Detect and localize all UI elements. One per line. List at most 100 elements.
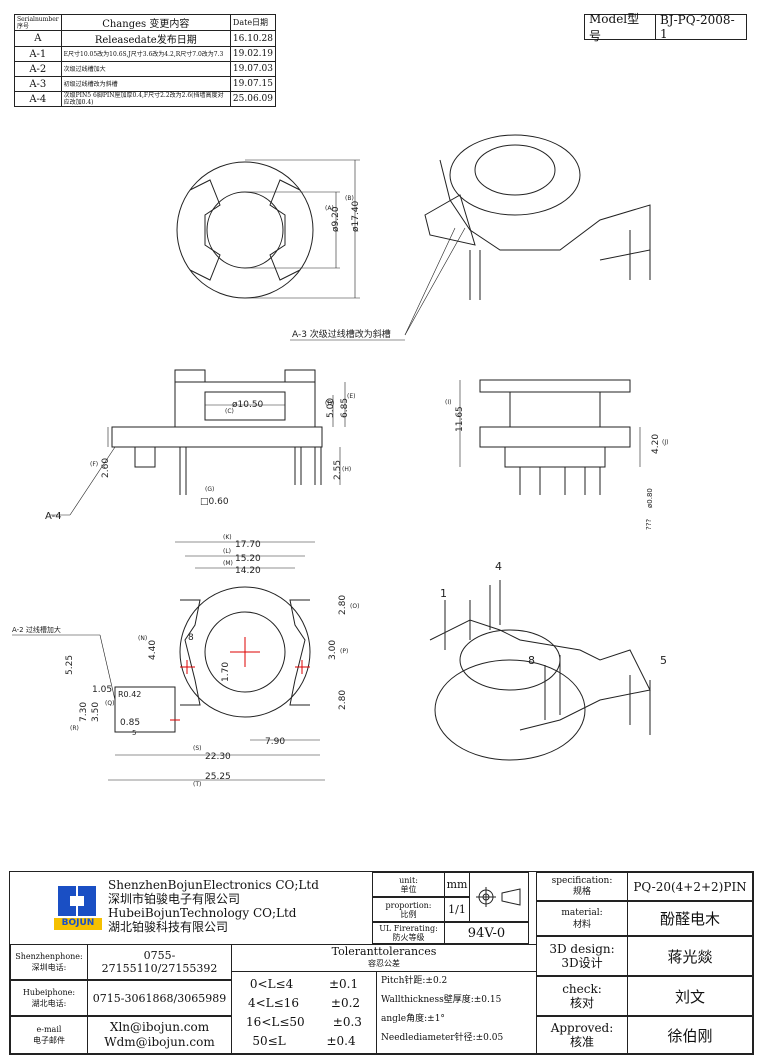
dim-label: (B) [345,195,354,202]
tolerance-title-en: Toleranttolerances [331,945,437,958]
dim-label: (K) [223,534,232,541]
dim-label: R0.42 [118,690,141,699]
dim-label: 2.80 [338,690,348,710]
dim-label: 2.55 [333,460,343,480]
dim-label: 2.60 [101,458,111,478]
company-en-1: ShenzhenBojunElectronics CO;Ltd [108,878,319,892]
approved-label: Approved: 核准 [536,1016,628,1054]
fire-rating-label: UL Firerating: 防火等级 [372,922,445,944]
dim-label: 1.05 [92,685,112,695]
tolerance-note: Pitch针距:±0.2 [381,976,448,986]
dim-label: 3.50 [91,702,101,722]
bottom-view [12,541,325,781]
tolerance-range: 16<L≤50 [246,1014,305,1029]
proportion-label: proportion: 比例 [372,897,445,922]
spec-value: PQ-20(4+2+2)PIN [627,872,753,901]
pin-label: 4 [495,560,502,573]
dim-label: (A) [325,205,334,212]
dim-label: 17.70 [235,540,261,550]
tolerance-note: angle角度:±1° [381,1014,445,1024]
tolerance-table: 0<L≤4±0.1 4<L≤16±0.2 16<L≤50±0.3 50≤L±0.… [231,971,377,1054]
dim-label: (E) [347,393,355,400]
email-label: e-mail 电子邮件 [10,1016,88,1054]
tolerance-value: ±0.4 [326,1033,356,1048]
tolerance-value: ±0.1 [328,976,359,991]
top-view [176,159,360,299]
dim-label: (O) [350,603,359,610]
dim-label: 25.25 [205,772,231,782]
revision-note: A-3 次级过线槽改为斜槽 [292,328,391,340]
sz-phone-label: Shenzhenphone: 深圳电话: [10,944,88,980]
material-value: 酚醛电木 [627,901,753,936]
iso-view-bottom [429,580,651,761]
dim-label: (I) [445,399,451,406]
dim-label: □0.60 [200,497,229,507]
rev-change: 次级PIN5 6脚PIN座加厚0.4,F尺寸2.2改为2.6(挡墙高度对应改加0… [60,91,231,107]
tolerance-range: 4<L≤16 [247,995,299,1010]
dim-label: 5.00 [326,398,336,418]
pin-label: 8 [188,633,194,643]
pin-label: 5 [132,729,136,737]
rev-date: 19.02.19 [229,46,277,62]
rev-serial: A-4 [14,91,62,107]
check-value: 刘文 [627,976,753,1016]
company-cn-1: 深圳市铂骏电子有限公司 [108,892,241,906]
title-block: BOJUN ShenzhenBojunElectronics CO;Ltd 深圳… [9,871,754,1055]
tolerance-notes: Pitch针距:±0.2 Wallthickness壁厚度:±0.15 angl… [376,971,537,1054]
dim-label: ø9.20 [331,206,341,232]
revision-note: A-4 [45,511,62,522]
dim-label: (Q) [105,700,114,707]
spec-label: specification: 规格 [536,872,628,901]
approved-value: 徐伯刚 [627,1016,753,1054]
dim-label: 4.20 [651,434,661,454]
company-cn-2: 湖北铂骏科技有限公司 [108,920,229,934]
dim-label: 7.90 [265,737,285,747]
model-box: Model型号 BJ-PQ-2008-1 [584,12,747,43]
fire-rating-value: 94V-0 [444,922,529,944]
model-value: BJ-PQ-2008-1 [659,13,735,41]
iso-view-top [290,134,651,341]
tolerance-range: 0<L≤4 [249,976,294,991]
dim-label: (M) [223,560,233,567]
unit-label: unit: 单位 [372,872,445,897]
design-label: 3D design: 3D设计 [536,936,628,976]
material-label: material: 材料 [536,901,628,936]
dim-label: 3.00 [328,640,338,660]
pin-label: 8 [528,654,535,667]
dim-label: (J) [662,439,668,446]
dim-label: ø17.40 [351,200,361,232]
dim-label: 5.25 [65,655,75,675]
unit-value: mm [444,872,470,897]
dim-label: 4.40 [148,640,158,660]
dim-label: (F) [90,461,98,468]
email-1: Xln@ibojun.com [109,1020,210,1034]
company-en-2: HubeiBojunTechnology CO;Ltd [108,906,297,920]
dim-label: 7.30 [79,702,89,722]
dim-label: ??? [645,519,653,530]
rev-date: 25.06.09 [229,91,277,107]
dim-label: 6.85 [340,398,350,418]
drawing-canvas: (A) ø9.20 (B) ø17.40 ø10.50 (C) 5.00 6.8… [12,134,668,788]
dim-label: (S) [193,745,202,752]
dim-label: 22.30 [205,752,231,762]
front-view [50,369,346,516]
dim-label: 1.70 [221,662,231,682]
dim-label: 0.85 [120,718,140,728]
pin-label: 5 [660,654,667,667]
email-values: Xln@ibojun.com Wdm@ibojun.com [87,1016,232,1054]
dim-label: 14.20 [235,566,261,576]
logo-text: BOJUN [61,918,95,928]
dim-label: ø0.80 [646,488,654,508]
dim-label: (C) [225,408,234,415]
dim-label: 11.65 [455,406,465,432]
tolerance-note: Wallthickness壁厚度:±0.15 [381,995,502,1005]
hb-phone-label: Hubeiphone: 湖北电话: [10,980,88,1016]
proportion-value: 1/1 [444,897,470,922]
projection-symbol [469,872,529,922]
design-value: 蒋光燚 [627,936,753,976]
tolerance-title-cn: 容忍公差 [368,959,400,968]
dim-label: (D) [325,400,334,407]
pin-label: 1 [440,587,447,600]
dim-label: (R) [70,725,79,732]
